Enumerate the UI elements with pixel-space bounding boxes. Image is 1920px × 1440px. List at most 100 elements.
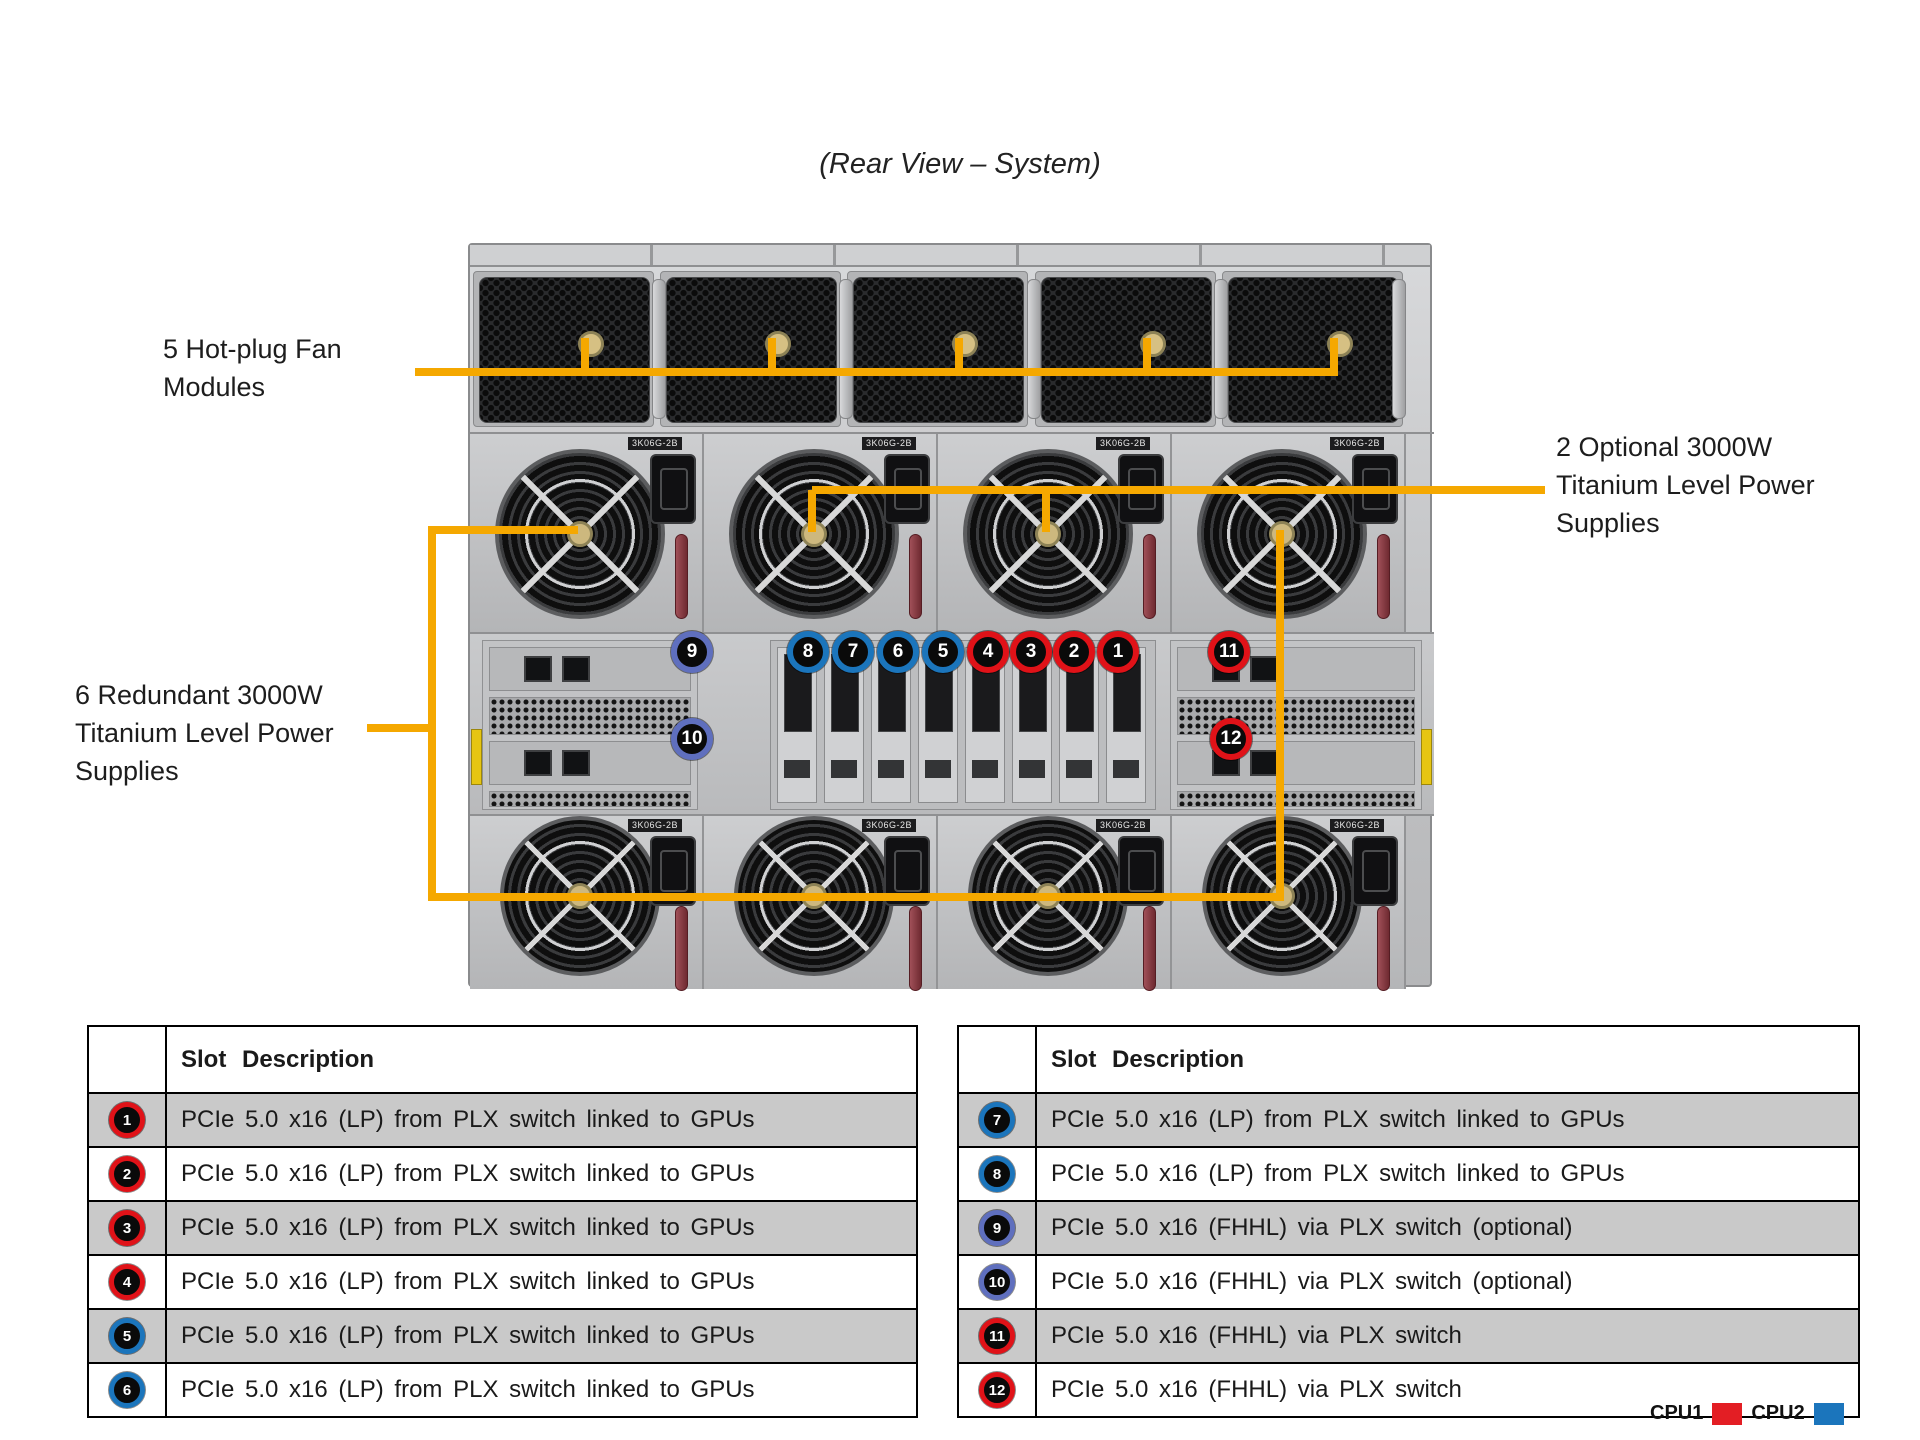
table-header-row: Slot Description: [89, 1027, 916, 1094]
psu-fan: [729, 449, 899, 619]
table-header-label: Slot Description: [181, 1045, 375, 1073]
slot-badge: 5: [109, 1318, 145, 1354]
psu-module: 3K06G-2B: [470, 816, 704, 991]
slot-description: PCIe 5.0 x16 (FHHL) via PLX switch (opti…: [1051, 1268, 1573, 1295]
slot-badge: 9: [979, 1210, 1015, 1246]
power-inlet: [884, 836, 930, 906]
server-chassis-rear-view: 3K06G-2B 3K06G-2B 3K06G-2B 3K06G-2B: [468, 243, 1434, 991]
slot-description: PCIe 5.0 x16 (LP) from PLX switch linked…: [181, 1322, 755, 1349]
slot-badge: 2: [109, 1156, 145, 1192]
table-row: 6 PCIe 5.0 x16 (LP) from PLX switch linke…: [89, 1364, 916, 1416]
psu-module: 3K06G-2B: [704, 816, 938, 991]
slot-badge: 10: [979, 1264, 1015, 1300]
slot-marker-8: 8: [787, 631, 829, 673]
slot-marker-5: 5: [922, 631, 964, 673]
vent-grid: [489, 791, 691, 807]
fan-mesh: [1041, 277, 1212, 423]
fan-mesh: [1228, 277, 1399, 423]
slot-marker-3: 3: [1010, 631, 1052, 673]
rj45-port: [524, 750, 552, 776]
psu-module: 3K06G-2B: [470, 434, 704, 632]
psu-row-top: 3K06G-2B 3K06G-2B 3K06G-2B 3K06G-2B: [470, 432, 1434, 632]
psu-label: 3K06G-2B: [1096, 437, 1151, 450]
slot-badge: 6: [109, 1372, 145, 1408]
power-inlet: [1118, 454, 1164, 524]
rj45-port: [1250, 750, 1278, 776]
psu-fan: [1197, 449, 1367, 619]
vent-grid: [489, 697, 691, 735]
slot-description: PCIe 5.0 x16 (FHHL) via PLX switch: [1051, 1322, 1462, 1349]
fan-handle-rail: [1027, 279, 1041, 419]
psu-label: 3K06G-2B: [1330, 437, 1385, 450]
fan-hub: [765, 331, 791, 357]
slot-marker-10: 10: [671, 718, 713, 760]
psu-release-handle: [1377, 534, 1390, 619]
table-row: 9 PCIe 5.0 x16 (FHHL) via PLX switch (opt…: [959, 1202, 1858, 1256]
psu-label: 3K06G-2B: [628, 437, 683, 450]
slot-marker-7: 7: [832, 631, 874, 673]
cpu2-label: CPU2: [1751, 1402, 1805, 1424]
vent-grid: [1177, 791, 1415, 807]
slot-description: PCIe 5.0 x16 (FHHL) via PLX switch (opti…: [1051, 1214, 1573, 1241]
fan-module: [1222, 271, 1403, 427]
psu-release-handle: [675, 534, 688, 619]
fan-module: [847, 271, 1028, 427]
rj45-port: [1250, 656, 1278, 682]
power-inlet: [1352, 454, 1398, 524]
fan-module: [1035, 271, 1216, 427]
slot-description: PCIe 5.0 x16 (LP) from PLX switch linked…: [181, 1160, 755, 1187]
io-card-right: [1170, 640, 1422, 810]
psu-label: 3K06G-2B: [862, 437, 917, 450]
table-row: 5 PCIe 5.0 x16 (LP) from PLX switch linke…: [89, 1310, 916, 1364]
table-header-label: Slot Description: [1051, 1045, 1245, 1073]
psu-fan: [963, 449, 1133, 619]
slot-description: PCIe 5.0 x16 (LP) from PLX switch linked…: [1051, 1160, 1625, 1187]
rj45-port: [562, 656, 590, 682]
chassis-top-rail: [470, 245, 1430, 267]
slot-description: PCIe 5.0 x16 (LP) from PLX switch linked…: [181, 1376, 755, 1403]
psu-fan: [495, 449, 665, 619]
fan-module: [473, 271, 654, 427]
fan-handle-rail: [839, 279, 853, 419]
slot-marker-4: 4: [967, 631, 1009, 673]
table-header-row: Slot Description: [959, 1027, 1858, 1094]
cpu-legend: CPU1 CPU2: [1650, 1402, 1844, 1425]
slot-badge: 7: [979, 1102, 1015, 1138]
rj45-port: [562, 750, 590, 776]
slot-badge: 11: [979, 1318, 1015, 1354]
slot-marker-12: 12: [1210, 718, 1252, 760]
slot-badge: 1: [109, 1102, 145, 1138]
psu-release-handle: [909, 906, 922, 991]
psu-release-handle: [1143, 906, 1156, 991]
psu-release-handle: [675, 906, 688, 991]
slot-badge: 4: [109, 1264, 145, 1300]
table-row: 3 PCIe 5.0 x16 (LP) from PLX switch linke…: [89, 1202, 916, 1256]
slot-badge: 12: [979, 1372, 1015, 1408]
slot-marker-9: 9: [671, 631, 713, 673]
psu-label: 3K06G-2B: [862, 819, 917, 832]
slot-marker-6: 6: [877, 631, 919, 673]
ethernet-ports: [489, 741, 691, 785]
pcie-slot-bay: [770, 640, 1156, 810]
fan-module: [660, 271, 841, 427]
page-title: (Rear View – System): [819, 148, 1101, 180]
power-inlet: [1352, 836, 1398, 906]
psu-label: 3K06G-2B: [1096, 819, 1151, 832]
slot-badge: 3: [109, 1210, 145, 1246]
psu-row-bottom: 3K06G-2B 3K06G-2B 3K06G-2B 3K06G-2B: [470, 814, 1434, 991]
power-inlet: [650, 454, 696, 524]
fan-mesh: [479, 277, 650, 423]
table-row: 10 PCIe 5.0 x16 (FHHL) via PLX switch (op…: [959, 1256, 1858, 1310]
fan-mesh: [666, 277, 837, 423]
fan-hub: [952, 331, 978, 357]
psu-module: 3K06G-2B: [1172, 434, 1406, 632]
fan-handle-rail: [652, 279, 666, 419]
psu-fan: [500, 816, 660, 976]
callout-optional-psu: 2 Optional 3000W Titanium Level Power Su…: [1556, 432, 1815, 538]
slot-marker-11: 11: [1208, 631, 1250, 673]
slot-description: PCIe 5.0 x16 (LP) from PLX switch linked…: [181, 1214, 755, 1241]
